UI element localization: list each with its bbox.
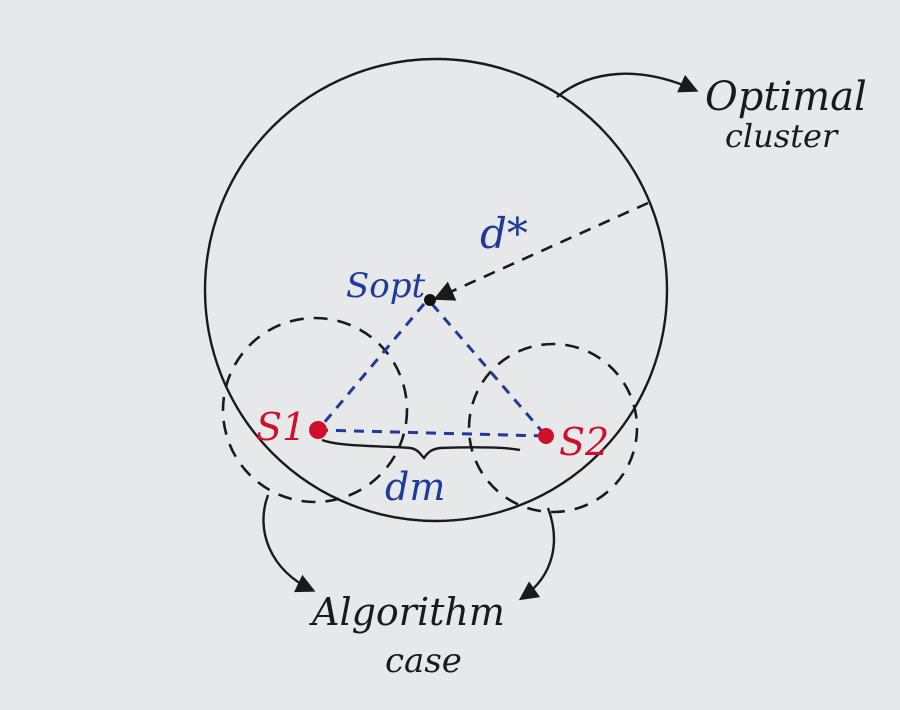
edge-sopt-s2	[430, 303, 548, 437]
optimal-cluster-label-line2: cluster	[725, 117, 839, 155]
optimal-cluster-label-line1: Optimal	[705, 74, 867, 120]
edge-s1-s2	[317, 428, 547, 438]
dm-label: dm	[385, 465, 445, 509]
optimal-cluster-circle	[203, 57, 669, 523]
optimal-cluster-arrow	[556, 72, 699, 98]
algorithm-circle-s2	[467, 342, 639, 514]
algorithm-arrow-left	[262, 494, 316, 593]
algorithm-circle-s1	[221, 316, 409, 504]
s-opt-label: Sopt	[346, 266, 426, 306]
d-star-radius-line	[433, 201, 649, 301]
s-opt-point	[424, 294, 436, 306]
s1-label: S1	[256, 405, 306, 449]
algorithm-arrow-right	[518, 507, 556, 601]
s2-label: S2	[559, 420, 609, 464]
s2-point	[538, 428, 554, 444]
blue-triangle	[316, 303, 548, 438]
d-star-label: d*	[480, 209, 528, 258]
algorithm-label-line2: case	[385, 641, 462, 681]
algorithm-label-line1: Algorithm	[309, 590, 505, 634]
s1-point	[309, 421, 327, 439]
dm-brace	[321, 438, 521, 460]
edge-sopt-s1	[316, 303, 426, 431]
